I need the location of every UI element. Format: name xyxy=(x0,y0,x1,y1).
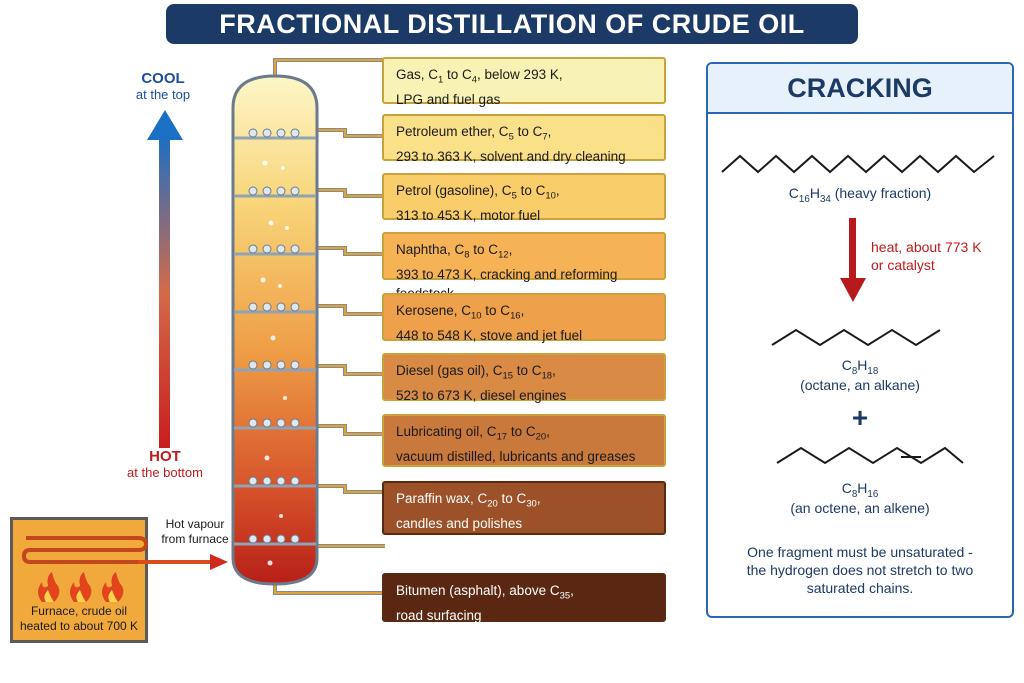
fraction-petroleum-ether: Petroleum ether, C5 to C7, 293 to 363 K,… xyxy=(382,114,666,164)
octene-skeletal-formula xyxy=(776,446,964,465)
fraction-naphtha: Naphtha, C8 to C12, 393 to 473 K, cracki… xyxy=(382,232,666,301)
cool-label: COOL at the top xyxy=(135,70,191,102)
fraction-kerosene: Kerosene, C10 to C16, 448 to 548 K, stov… xyxy=(382,293,666,343)
distillation-column xyxy=(231,58,385,595)
furnace-heating-coil xyxy=(21,536,228,570)
fraction-bitumen: Bitumen (asphalt), above C35, road surfa… xyxy=(382,573,666,623)
fraction-lubricating-oil: Lubricating oil, C17 to C20, vacuum dist… xyxy=(382,414,666,467)
vapour-label: Hot vapour from furnace xyxy=(161,517,229,546)
octane-name: (octane, an alkane) xyxy=(800,377,920,393)
cracking-note: One fragment must be unsaturated - the h… xyxy=(746,544,974,596)
page-title: FRACTIONAL DISTILLATION OF CRUDE OIL xyxy=(166,4,858,44)
temperature-gradient-arrow xyxy=(147,110,183,448)
flame-icon xyxy=(38,572,124,602)
fraction-diesel: Diesel (gas oil), C15 to C18, 523 to 673… xyxy=(382,353,666,403)
furnace-label: Furnace, crude oil heated to about 700 K xyxy=(19,604,139,633)
hot-label: HOT at the bottom xyxy=(127,448,203,480)
octane-formula: C8H18 xyxy=(841,357,879,377)
fraction-paraffin-wax: Paraffin wax, C20 to C30, candles and po… xyxy=(382,481,666,535)
octane-skeletal-formula xyxy=(771,328,941,347)
hexadecane-skeletal-formula xyxy=(721,154,995,174)
octene-formula: C8H16 xyxy=(841,480,879,500)
reaction-conditions: heat, about 773 K or catalyst xyxy=(871,239,982,273)
plus-sign: + xyxy=(851,402,869,433)
fraction-petrol: Petrol (gasoline), C5 to C10, 313 to 453… xyxy=(382,173,666,223)
octene-name: (an octene, an alkene) xyxy=(790,500,930,516)
reaction-arrow xyxy=(840,218,866,302)
cracking-title: CRACKING xyxy=(708,64,1012,114)
fraction-gas: Gas, C1 to C4, below 293 K, LPG and fuel… xyxy=(382,57,666,107)
reactant-formula: C16H34 (heavy fraction) xyxy=(788,185,932,205)
